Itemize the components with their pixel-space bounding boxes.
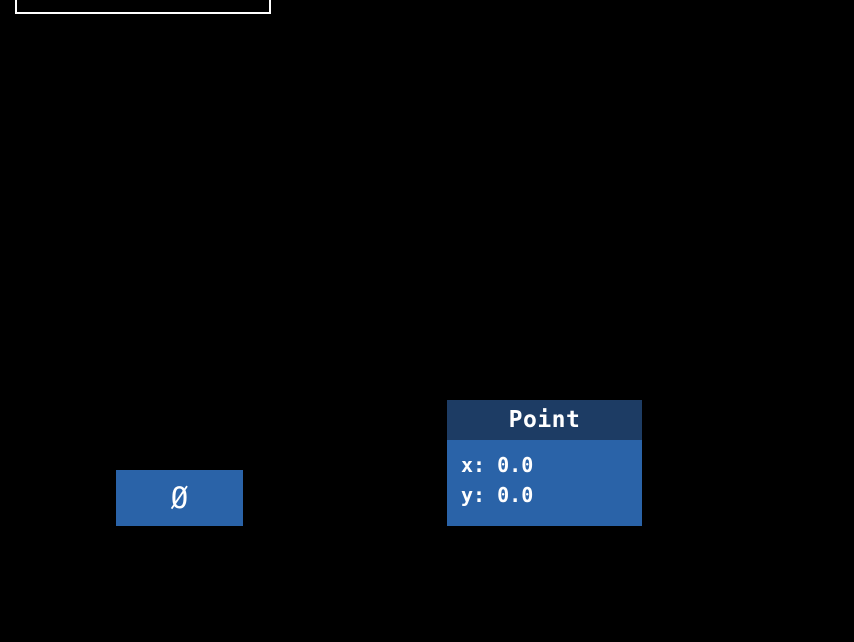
- field-row-x: x: 0.0: [461, 453, 534, 477]
- empty-set-symbol: Ø: [170, 480, 189, 515]
- point-object-node: Point x: 0.0 y: 0.0: [447, 400, 642, 526]
- field-row-y: y: 0.0: [461, 483, 534, 507]
- point-node-fields: x: 0.0 y: 0.0: [447, 440, 642, 526]
- empty-set-node: Ø: [116, 470, 243, 526]
- point-node-title: Point: [447, 400, 642, 440]
- clipped-node-outline: [15, 0, 271, 14]
